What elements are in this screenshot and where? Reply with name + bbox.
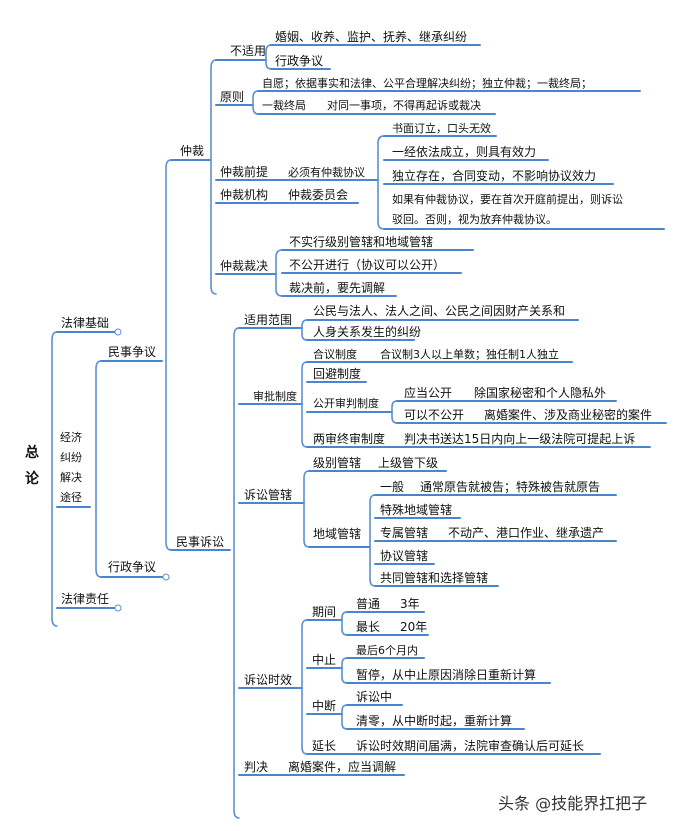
root-title-char-2: 论 (25, 471, 39, 487)
item-award-1: 不实行级别管辖和地域管辖 (289, 235, 434, 249)
jurisdiction-joint: 共同管辖和选择管辖 (380, 571, 489, 585)
watermark: 头条 @技能界扛把子 (498, 794, 648, 813)
root-title-char-1: 总 (25, 445, 39, 461)
node-arbitration[interactable]: 仲裁 (180, 144, 205, 158)
node-civil-dispute[interactable]: 民事争议 (108, 345, 157, 359)
trial-public: 公开审判制度 (313, 397, 379, 410)
jurisdiction-level: 级别管辖 (313, 456, 362, 470)
node-civil-litigation[interactable]: 民事诉讼 (176, 535, 225, 549)
trial-public-should: 应当公开 (404, 386, 453, 400)
item-premise-3: 独立存在，合同变动，不影响协议效力 (392, 169, 597, 183)
node-legal-liability[interactable]: 法律责任 (61, 592, 110, 606)
scope-line-2: 人身关系发生的纠纷 (313, 325, 422, 339)
jurisdiction-exclusive: 专属管辖 (380, 526, 429, 540)
node-award[interactable]: 仲裁裁决 (220, 259, 269, 273)
item-principles-1: 自愿；依据事实和法律、公平合理解决纠纷；独立仲裁；一裁终局； (262, 77, 592, 90)
node-limitation[interactable]: 诉讼时效 (244, 673, 293, 687)
limitation-ordinary: 普通 (356, 597, 381, 611)
node-economic-dispute-3[interactable]: 解决 (60, 471, 82, 484)
expand-marker-administrative (162, 573, 170, 581)
trial-collegial-detail: 合议制3人以上单数；独任制1人独立 (380, 348, 559, 361)
jurisdiction-special: 特殊地域管辖 (380, 503, 453, 517)
node-judgment[interactable]: 判决 (244, 760, 269, 774)
node-premise[interactable]: 仲裁前提 (220, 165, 269, 179)
scope-line-1: 公民与法人、法人之间、公民之间因财产关系和 (313, 304, 566, 318)
item-principles-2: 一裁终局 对同一事项，不得再起诉或裁决 (262, 99, 481, 112)
expand-marker-legal-liability (114, 604, 122, 612)
node-jurisdiction[interactable]: 诉讼管辖 (244, 488, 293, 502)
judgment-value: 离婚案件，应当调解 (288, 760, 397, 774)
limitation-suspension-1: 最后6个月内 (356, 644, 418, 657)
limitation-extension-detail: 诉讼时效期间届满，法院审查确认后可延长 (356, 739, 585, 753)
trial-two-instance-detail: 判决书送达15日内向上一级法院可提起上诉 (404, 432, 636, 446)
node-trial-system[interactable]: 审批制度 (253, 390, 297, 403)
limitation-suspension-2: 暂停，从中止原因消除日重新计算 (356, 668, 537, 682)
item-award-3: 裁决前，要先调解 (289, 281, 386, 295)
node-not-applicable[interactable]: 不适用 (230, 44, 267, 58)
node-scope[interactable]: 适用范围 (244, 313, 293, 327)
jurisdiction-level-detail: 上级管下级 (378, 456, 439, 470)
limitation-interruption-1: 诉讼中 (356, 690, 393, 704)
node-administrative-dispute[interactable]: 行政争议 (108, 560, 157, 574)
item-premise-5: 驳回。否则，视为放弃仲裁协议。 (392, 213, 557, 226)
item-award-2: 不公开进行（协议可以公开） (289, 258, 446, 272)
limitation-longest: 最长 (356, 620, 381, 634)
node-institution[interactable]: 仲裁机构 (220, 188, 269, 202)
jurisdiction-agreement: 协议管辖 (380, 549, 429, 563)
trial-collegial: 合议制度 (313, 348, 357, 361)
item-not-applicable-2: 行政争议 (275, 54, 324, 68)
limitation-extension: 延长 (312, 739, 337, 753)
node-principles[interactable]: 原则 (220, 90, 245, 104)
limitation-suspension: 中止 (312, 653, 337, 667)
limitation-longest-value: 20年 (400, 620, 428, 634)
trial-public-may-not: 可以不公开 (404, 408, 465, 422)
node-legal-basis[interactable]: 法律基础 (61, 316, 110, 330)
trial-recusal: 回避制度 (313, 367, 362, 381)
node-economic-dispute-1[interactable]: 经济 (60, 431, 82, 444)
expand-marker-legal-basis (114, 328, 122, 336)
institution-value: 仲裁委员会 (288, 188, 349, 202)
jurisdiction-territorial: 地域管辖 (313, 527, 362, 541)
item-premise-2: 一经依法成立，则具有效力 (392, 145, 537, 159)
jurisdiction-general-detail: 通常原告就被告；特殊被告就原告 (420, 480, 601, 494)
premise-value: 必须有仲裁协议 (288, 166, 365, 179)
item-not-applicable-1: 婚姻、收养、监护、抚养、继承纠纷 (275, 30, 468, 44)
node-economic-dispute-4[interactable]: 途径 (60, 491, 82, 504)
item-premise-4: 如果有仲裁协议，要在首次开庭前提出，则诉讼 (392, 193, 623, 206)
item-premise-1: 书面订立，口头无效 (392, 122, 491, 135)
limitation-interruption-2: 清零，从中断时起，重新计算 (356, 714, 513, 728)
trial-two-instance: 两审终审制度 (313, 432, 386, 446)
limitation-interruption: 中断 (312, 699, 337, 713)
limitation-ordinary-value: 3年 (400, 597, 420, 611)
limitation-period: 期间 (312, 605, 337, 619)
trial-public-may-not-detail: 离婚案件、涉及商业秘密的案件 (484, 408, 653, 422)
jurisdiction-exclusive-detail: 不动产、港口作业、继承遗产 (448, 526, 605, 540)
jurisdiction-general: 一般 (380, 480, 405, 494)
node-economic-dispute-2[interactable]: 纠纷 (60, 451, 82, 464)
trial-public-should-detail: 除国家秘密和个人隐私外 (474, 386, 607, 400)
